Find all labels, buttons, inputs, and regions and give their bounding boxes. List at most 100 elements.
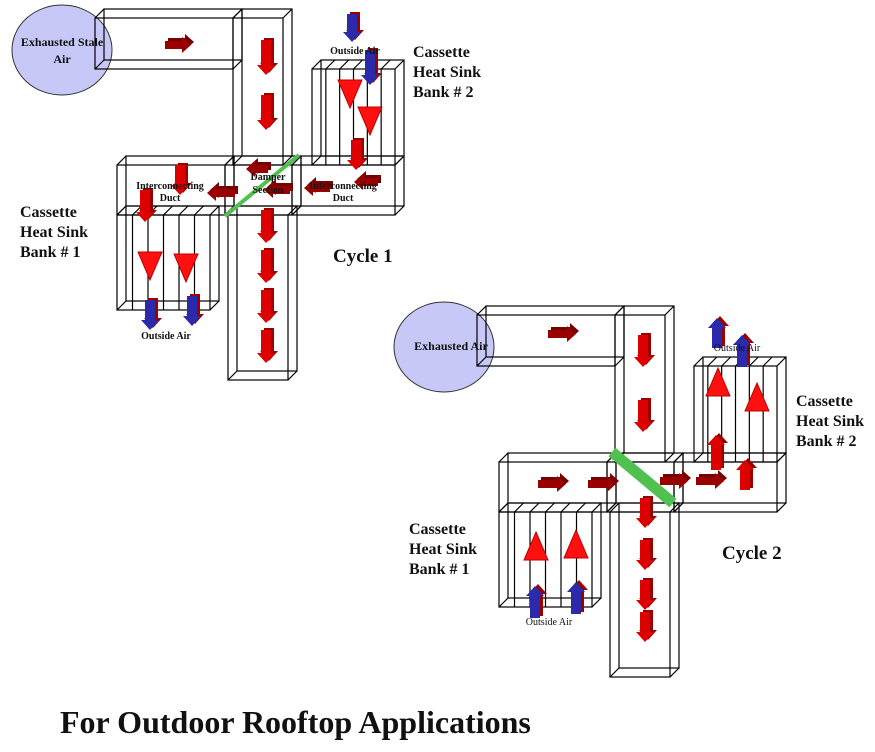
box-edge xyxy=(693,356,704,367)
bank2-label-3: Bank # 2 xyxy=(796,433,856,450)
heat-sink-plate-edge xyxy=(707,356,718,367)
bank1-label-1: Cassette xyxy=(20,204,77,221)
box-edge xyxy=(282,8,293,19)
arrow-left-icon xyxy=(246,161,268,177)
bank1-label-2: Heat Sink xyxy=(20,224,88,241)
arrow-down-icon xyxy=(636,540,654,570)
outside-air-label: Outside Air xyxy=(141,331,191,342)
exhaust-label: Exhausted Air xyxy=(414,339,488,353)
labels: Exhausted Stale Air Outside Air Cassette… xyxy=(20,35,864,740)
box-back-face xyxy=(103,8,243,61)
heat-sink-plate-edge xyxy=(560,502,571,513)
heat-sink-plate-edge xyxy=(529,502,540,513)
box-edge xyxy=(476,305,487,316)
box-edge xyxy=(232,8,243,19)
box-edge xyxy=(498,502,509,513)
heat-sink-plate-edge xyxy=(163,205,173,216)
box-edge xyxy=(209,300,220,311)
damper-label-1: Damper xyxy=(251,172,287,183)
box-edge xyxy=(609,667,620,678)
arrow-down-icon xyxy=(634,400,652,432)
box-edge xyxy=(232,59,243,70)
arrow-down-icon xyxy=(257,290,275,323)
box-edge xyxy=(693,452,704,463)
damper-blade xyxy=(223,153,301,218)
bank2-label-1: Cassette xyxy=(796,393,853,410)
heat-sink-plate-edge xyxy=(721,356,732,367)
arrow-right-icon xyxy=(538,476,566,492)
outside-air-label: Outside Air xyxy=(330,46,380,57)
arrow-down-icon xyxy=(257,40,275,75)
cycle-1-label: Cycle 1 xyxy=(333,246,393,267)
box-edge xyxy=(394,59,405,70)
heat-sink-plate-edge xyxy=(380,59,391,70)
box-edge xyxy=(776,356,787,367)
arrow-down-icon xyxy=(347,140,365,170)
box-edge xyxy=(394,155,405,166)
arrow-down-icon xyxy=(257,330,275,363)
heat-sink-plate-edge xyxy=(748,356,759,367)
box-edge xyxy=(498,597,509,608)
box-edge xyxy=(287,205,298,216)
box-edge xyxy=(116,205,127,216)
arrow-left-icon xyxy=(207,185,235,201)
bank1-label-3: Bank # 1 xyxy=(409,561,469,578)
arrow-right-icon xyxy=(165,37,191,53)
arrow-left-icon xyxy=(354,174,378,190)
cycle-2-diagram xyxy=(393,301,787,678)
bank2-label-3: Bank # 2 xyxy=(413,84,473,101)
box-edge xyxy=(291,155,302,166)
box-front-face xyxy=(94,17,234,70)
heat-flow-cone-icon xyxy=(137,251,163,282)
arrow-down-icon xyxy=(634,335,652,367)
arrow-up-icon xyxy=(567,582,585,614)
box-edge xyxy=(606,502,617,513)
damper-label-2: Section xyxy=(252,185,284,196)
arrow-right-icon xyxy=(588,476,616,492)
arrow-up-icon xyxy=(708,318,726,348)
box-edge xyxy=(664,305,675,316)
arrow-up-icon xyxy=(526,586,544,618)
vertical-supply-duct xyxy=(232,8,293,166)
heat-sink-plate-edge xyxy=(194,205,204,216)
cycle-2-label: Cycle 2 xyxy=(722,543,782,564)
heat-sink-bank-1 xyxy=(116,205,220,311)
heat-sink-bank-2 xyxy=(693,356,787,463)
box-edge xyxy=(227,370,238,381)
arrow-down-icon xyxy=(636,498,654,528)
heat-flow-cone-icon xyxy=(523,530,549,561)
heat-flow-cone-icon xyxy=(173,253,199,284)
airflow-arrows xyxy=(136,12,770,642)
arrow-down-icon xyxy=(257,250,275,283)
exhaust-chamber xyxy=(393,301,495,393)
heat-sink-plate-edge xyxy=(762,356,773,367)
bank2-label-2: Heat Sink xyxy=(796,413,864,430)
arrow-right-icon xyxy=(660,473,688,489)
box-edge xyxy=(664,452,675,463)
exhaust-chamber xyxy=(11,4,113,96)
heat-sink-plate-edge xyxy=(353,59,363,70)
box-back-face xyxy=(623,305,675,454)
arrow-down-icon xyxy=(171,165,189,195)
bank1-label-1: Cassette xyxy=(409,521,466,538)
arrow-down-icon xyxy=(636,612,654,642)
box-edge xyxy=(673,452,684,463)
box-edge xyxy=(591,502,602,513)
arrow-left-icon xyxy=(304,180,330,196)
box-back-face xyxy=(507,502,602,599)
outside-air-label: Outside Air xyxy=(714,343,761,354)
box-edge xyxy=(776,452,787,463)
arrow-left-icon xyxy=(264,182,290,198)
box-edge xyxy=(614,356,625,367)
arrow-down-icon xyxy=(361,50,379,85)
heat-sink-plate-edge xyxy=(545,502,555,513)
exhaust-label-1: Exhausted Stale xyxy=(21,35,104,49)
box-edge xyxy=(94,59,105,70)
heat-flow-cone-icon xyxy=(337,79,363,110)
box-edge xyxy=(614,305,625,316)
heat-sink-plate-edge xyxy=(576,502,586,513)
arrow-down-icon xyxy=(343,14,361,42)
bank1-label-2: Heat Sink xyxy=(409,541,477,558)
heat-flow-cone-icon xyxy=(705,366,731,397)
